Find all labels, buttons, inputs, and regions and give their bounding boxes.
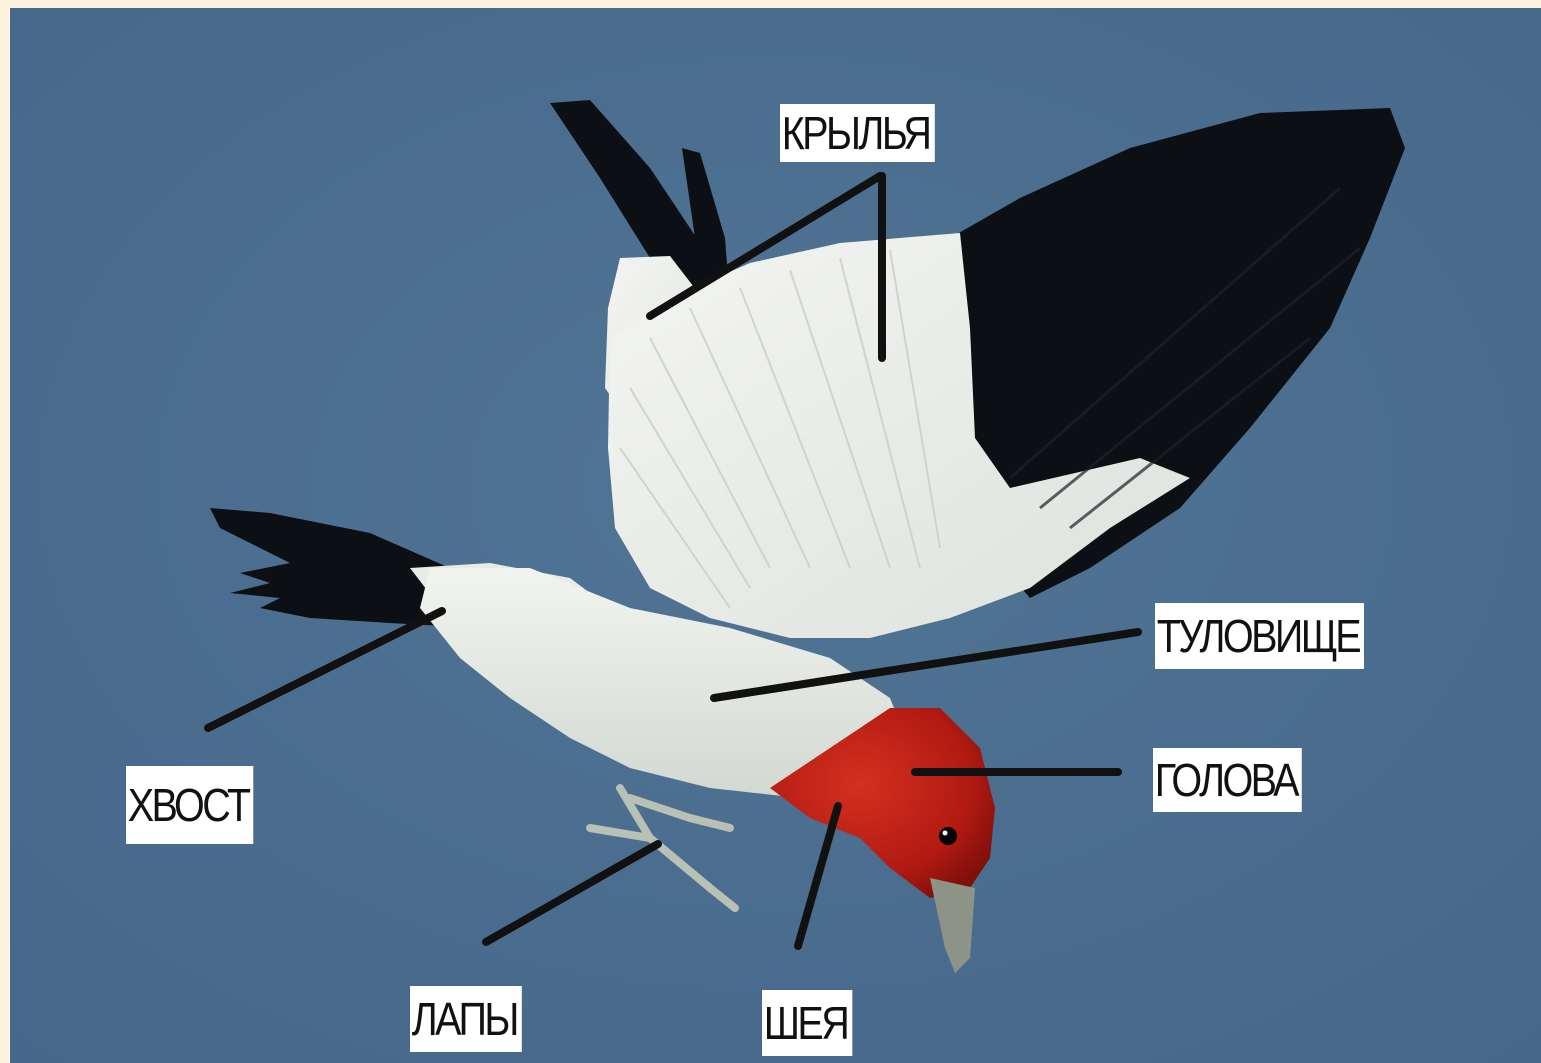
bird-diagram: КРЫЛЬЯ ТУЛОВИЩЕ ГОЛОВА ХВОСТ ЛАПЫ ШЕЯ xyxy=(10,8,1541,1063)
label-head: ГОЛОВА xyxy=(1153,748,1302,812)
eye xyxy=(939,827,957,845)
label-legs: ЛАПЫ xyxy=(410,986,522,1052)
label-wings: КРЫЛЬЯ xyxy=(780,104,935,162)
label-body: ТУЛОВИЩЕ xyxy=(1155,603,1364,669)
label-neck: ШЕЯ xyxy=(762,990,852,1056)
bird-illustration xyxy=(10,8,1541,1063)
label-tail: ХВОСТ xyxy=(126,766,254,844)
